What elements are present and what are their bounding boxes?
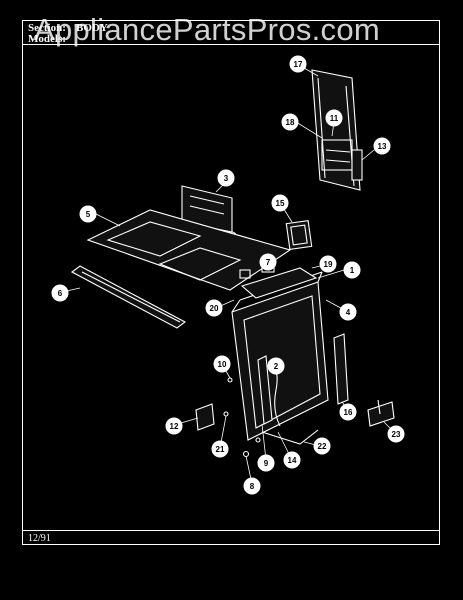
svg-text:19: 19 bbox=[324, 260, 333, 269]
svg-text:5: 5 bbox=[86, 210, 91, 219]
svg-text:10: 10 bbox=[218, 360, 227, 369]
svg-text:4: 4 bbox=[346, 308, 351, 317]
svg-text:7: 7 bbox=[266, 258, 271, 267]
svg-text:20: 20 bbox=[210, 304, 219, 313]
svg-text:9: 9 bbox=[264, 459, 269, 468]
svg-text:16: 16 bbox=[344, 408, 353, 417]
svg-text:13: 13 bbox=[378, 142, 387, 151]
part-oven-body bbox=[231, 261, 329, 441]
svg-text:2: 2 bbox=[274, 362, 279, 371]
svg-text:1: 1 bbox=[350, 266, 355, 275]
svg-text:23: 23 bbox=[392, 430, 401, 439]
svg-text:18: 18 bbox=[286, 118, 295, 127]
callout-18: 18 bbox=[281, 113, 299, 131]
callout-8: 8 bbox=[243, 477, 261, 495]
section-value: BODY bbox=[76, 22, 108, 34]
callout-4: 4 bbox=[339, 303, 357, 321]
callout-7: 7 bbox=[259, 253, 277, 271]
part-bottom-trim bbox=[261, 429, 319, 445]
callout-14: 13 bbox=[373, 137, 391, 155]
part-23 bbox=[367, 399, 395, 427]
svg-text:14: 14 bbox=[288, 456, 297, 465]
svg-text:12: 12 bbox=[170, 422, 179, 431]
part-side-channel bbox=[333, 333, 349, 405]
part-13 bbox=[195, 403, 215, 431]
svg-text:17: 17 bbox=[294, 60, 303, 69]
header-separator bbox=[22, 44, 440, 45]
callout-21: 21 bbox=[211, 440, 229, 458]
callout-5: 5 bbox=[79, 205, 97, 223]
watermark-text: AppliancePartsPros.com bbox=[34, 12, 381, 47]
footer-separator bbox=[22, 530, 440, 531]
callout-3: 3 bbox=[217, 169, 235, 187]
svg-text:21: 21 bbox=[216, 445, 225, 454]
callout-19: 19 bbox=[319, 255, 337, 273]
callout-20: 20 bbox=[205, 299, 223, 317]
callout-11: 17 bbox=[289, 55, 307, 73]
models-label: Models: bbox=[28, 33, 66, 45]
footer-date: 12/91 bbox=[28, 533, 51, 544]
part-side-rail bbox=[70, 265, 187, 329]
callout-22: 22 bbox=[313, 437, 331, 455]
callout-15: 14 bbox=[283, 451, 301, 469]
svg-text:11: 11 bbox=[330, 114, 339, 123]
callout-9: 9 bbox=[257, 454, 275, 472]
callout-10: 10 bbox=[213, 355, 231, 373]
section-label: Section: bbox=[28, 22, 66, 34]
callout-1: 1 bbox=[343, 261, 361, 279]
svg-text:22: 22 bbox=[318, 442, 327, 451]
callout-13: 12 bbox=[165, 417, 183, 435]
svg-text:15: 15 bbox=[276, 199, 285, 208]
svg-text:6: 6 bbox=[58, 289, 63, 298]
callout-6: 6 bbox=[51, 284, 69, 302]
part-back-panel bbox=[181, 185, 237, 241]
part-16 bbox=[285, 219, 313, 251]
svg-text:3: 3 bbox=[224, 174, 229, 183]
callout-12: 11 bbox=[325, 109, 343, 127]
svg-text:8: 8 bbox=[250, 482, 255, 491]
callout-23: 23 bbox=[387, 425, 405, 443]
callout-16: 15 bbox=[271, 194, 289, 212]
part-rear-bracket bbox=[311, 69, 363, 191]
part-top-panel bbox=[86, 209, 292, 291]
callout-17: 16 bbox=[339, 403, 357, 421]
callout-2: 2 bbox=[267, 357, 285, 375]
diagram-frame bbox=[22, 20, 440, 545]
